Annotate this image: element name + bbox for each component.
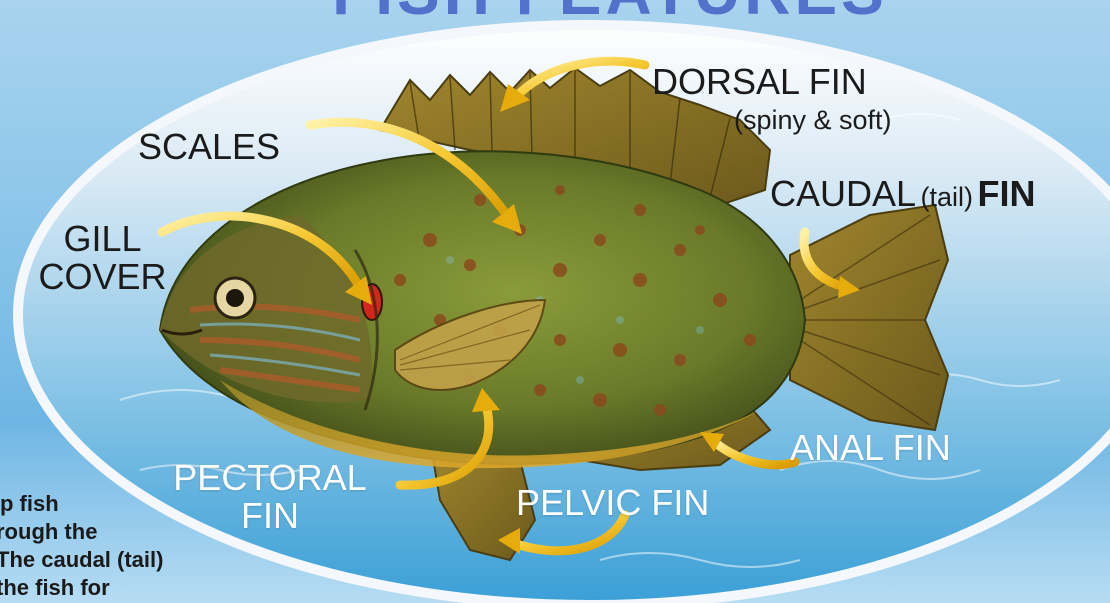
label-pelvic-fin: PELVIC FIN	[516, 485, 709, 521]
label-scales: SCALES	[138, 129, 280, 165]
caption-line-4: the fish for	[0, 574, 256, 602]
caption-text: p fish rough the The caudal (tail) the f…	[0, 490, 256, 602]
caption-line-3: The caudal (tail)	[0, 546, 256, 574]
label-gill-line2: COVER	[30, 258, 175, 296]
label-caudal-prefix: CAUDAL	[770, 173, 916, 214]
label-anal-fin: ANAL FIN	[790, 430, 951, 466]
caption-line-2: rough the	[0, 518, 256, 546]
label-caudal-note: (tail)	[921, 182, 974, 212]
label-gill-cover: GILL COVER	[30, 220, 175, 296]
label-dorsal-fin: DORSAL FIN	[652, 64, 867, 100]
caption-line-1: p fish	[0, 490, 256, 518]
label-gill-line1: GILL	[30, 220, 175, 258]
label-caudal-fin: CAUDAL (tail) FIN	[770, 176, 1035, 212]
label-caudal-suffix: FIN	[977, 173, 1035, 214]
label-dorsal-fin-note: (spiny & soft)	[734, 107, 892, 134]
